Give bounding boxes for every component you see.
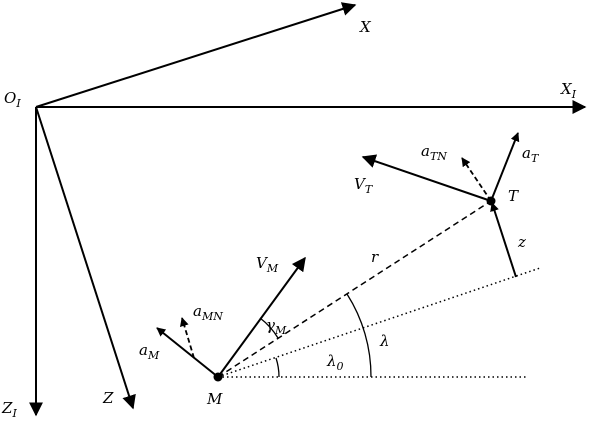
initial-los-angle-arc <box>275 357 280 378</box>
target-velocity-vector <box>361 154 492 202</box>
missile-normal-accel-label: aMN <box>193 302 223 323</box>
target-label: T <box>508 187 519 205</box>
z-offset-label: z <box>517 233 526 251</box>
target-normal-accel-label: aTN <box>421 142 447 163</box>
z-offset-arrow <box>490 202 517 278</box>
x-rotated-axis <box>35 2 357 108</box>
range-label: r <box>371 248 379 266</box>
target-point <box>486 196 496 206</box>
target-accel-label: aT <box>522 144 540 165</box>
missile-normal-accel-vector <box>180 317 195 359</box>
line-of-sight <box>217 200 492 378</box>
flight-path-angle-arc <box>259 317 279 339</box>
z-rotated-axis <box>35 106 136 410</box>
missile-velocity-vector <box>217 256 306 378</box>
target-accel-vector <box>490 132 520 202</box>
z-rotated-label: Z <box>102 389 114 407</box>
missile-velocity-label: VM <box>256 254 279 275</box>
missile-point <box>213 372 223 382</box>
x-inertial-label: XI <box>560 80 577 101</box>
flight-path-angle-label: γM <box>266 316 287 337</box>
x-rotated-label: X <box>359 18 372 36</box>
origin-label: OI <box>4 89 21 110</box>
target-velocity-label: VT <box>354 175 374 196</box>
missile-accel-label: aM <box>139 341 160 362</box>
los-angle-arc <box>346 293 372 378</box>
target-normal-accel-vector <box>461 157 492 202</box>
los-angle-label: λ <box>379 332 390 350</box>
initial-los-angle-label: λ0 <box>326 352 344 373</box>
missile-label: M <box>206 390 223 408</box>
missile-accel-vector <box>156 327 219 378</box>
z-inertial-label: ZI <box>1 399 17 420</box>
